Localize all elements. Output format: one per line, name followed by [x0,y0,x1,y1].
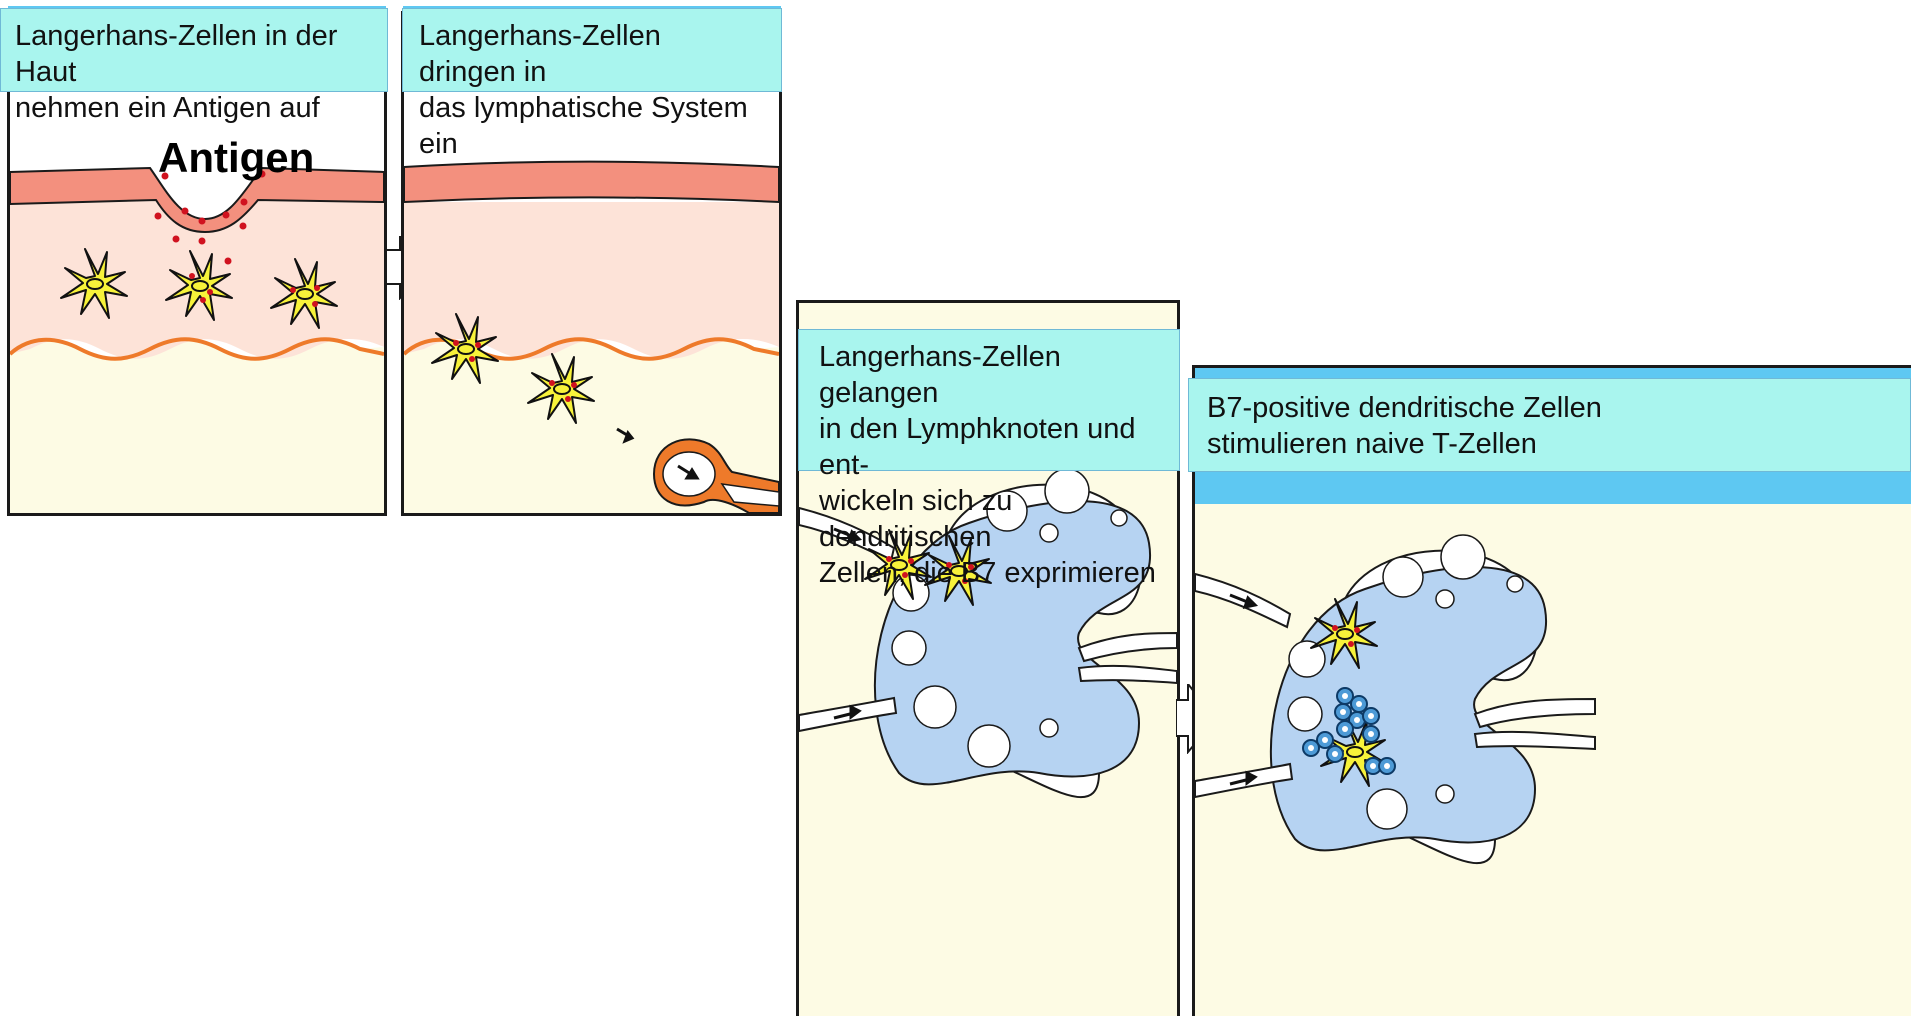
antigen-label: Antigen [158,134,314,182]
panel4-caption: B7-positive dendritische Zellen stimulie… [1188,378,1911,472]
lymph-node-illustration-4 [1195,504,1911,1016]
panel2-caption: Langerhans-Zellen dringen in das lymphat… [402,8,782,92]
panel3-caption: Langerhans-Zellen gelangen in den Lymphk… [798,329,1180,471]
panel1-caption: Langerhans-Zellen in der Haut nehmen ein… [0,8,388,92]
